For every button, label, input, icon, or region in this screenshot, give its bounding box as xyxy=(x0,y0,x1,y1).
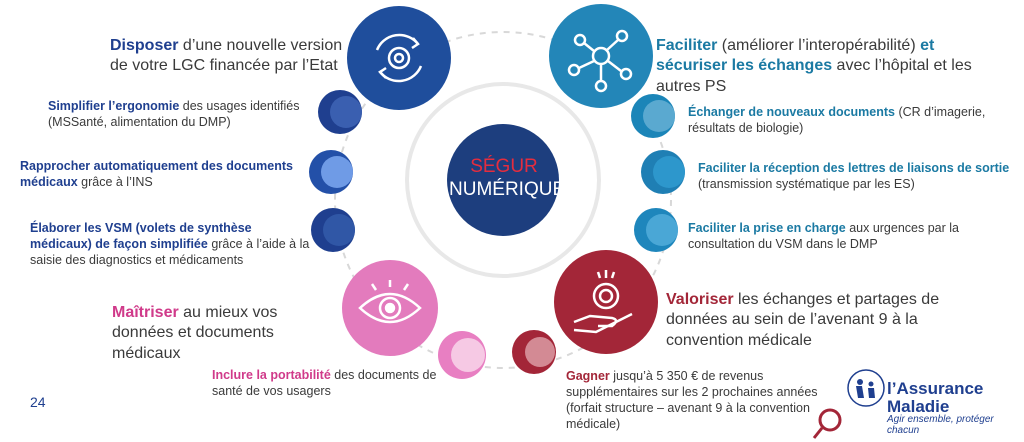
left-item-3: Rapprocher automatiquement des documents… xyxy=(20,158,310,190)
right-item-6: Gagner jusqu’à 5 350 € de revenus supplé… xyxy=(566,368,836,432)
left-item-4: Élaborer les VSM (volets de synthèse méd… xyxy=(30,220,312,268)
right-item-2: Échanger de nouveaux documents (CR d’ima… xyxy=(688,104,1008,136)
right-item-5: Valoriser les échanges et partages de do… xyxy=(666,290,946,351)
left-small-circle-3 xyxy=(311,208,355,252)
left-item-5: Maîtriser au mieux vos données et docume… xyxy=(112,303,342,364)
left-item-5-text: au mieux vos données et documents médica… xyxy=(112,304,278,362)
right-item-3: Faciliter la réception des lettres de li… xyxy=(698,160,1010,192)
page-number: 24 xyxy=(30,394,46,410)
left-item-3-bold: Rapprocher automatiquement des documents… xyxy=(20,159,293,189)
left-item-2-text: des usages identifiés (MSSanté, alimenta… xyxy=(48,99,300,129)
center-label: SÉGUR NUMÉRIQUE xyxy=(449,156,566,202)
left-item-6-bold: Inclure la portabilité xyxy=(212,368,331,382)
center-label-line1: SÉGUR xyxy=(470,156,538,177)
pink-small-circle xyxy=(438,331,486,379)
left-item-2-bold: Simplifier l’ergonomie xyxy=(48,99,180,113)
right-small-circle-1 xyxy=(631,94,675,138)
right-small-circle-2 xyxy=(641,150,685,194)
left-item-4-text: grâce à l’aide à la saisie des diagnosti… xyxy=(30,237,310,267)
right-item-1-bold: Faciliter xyxy=(656,37,718,54)
right-item-6-text: jusqu’à 5 350 € de revenus supplémentair… xyxy=(566,369,818,431)
left-item-6: Inclure la portabilité des documents de … xyxy=(212,367,447,399)
left-item-1: Disposer d’une nouvelle version de votre… xyxy=(110,36,350,77)
right-item-4: Faciliter la prise en charge aux urgence… xyxy=(688,220,1010,252)
top-left-circle xyxy=(347,6,451,110)
right-item-2-text: (CR d’imagerie, résultats de biologie) xyxy=(688,105,986,135)
left-item-2: Simplifier l’ergonomie des usages identi… xyxy=(48,98,318,130)
right-small-circle-3 xyxy=(634,208,678,252)
left-item-4-bold: Élaborer les VSM (volets de synthèse méd… xyxy=(30,221,252,251)
right-item-4-text: aux urgences par la consultation du VSM … xyxy=(688,221,959,251)
right-item-3-text: (transmission systématique par les ES) xyxy=(698,177,915,191)
right-item-1-text2: avec l’hôpital et les autres PS xyxy=(656,57,972,95)
logo-line2: Maladie xyxy=(887,396,950,416)
network-icon xyxy=(567,29,633,93)
eye-icon xyxy=(358,280,422,324)
center-label-line2: NUMÉRIQUE xyxy=(449,178,566,200)
logo-text: l’Assurance Maladie xyxy=(887,380,983,416)
left-item-5-bold: Maîtriser xyxy=(112,304,179,321)
gear-cycle-icon xyxy=(375,33,423,83)
top-right-circle xyxy=(549,4,653,108)
left-item-3-text: grâce à l’INS xyxy=(77,175,153,189)
left-item-6-text: des documents de santé de vos usagers xyxy=(212,368,437,398)
magnifier-icon xyxy=(812,408,842,439)
right-item-5-text: les échanges et partages de données au s… xyxy=(666,291,940,349)
right-item-1-text: (améliorer l’interopérabilité) xyxy=(717,37,921,54)
right-item-4-bold: Faciliter la prise en charge xyxy=(688,221,846,235)
right-item-1-bold2: et sécuriser les échanges xyxy=(656,37,935,75)
pink-large-circle xyxy=(342,260,438,356)
dashed-ring xyxy=(334,31,672,369)
right-item-6-bold: Gagner xyxy=(566,369,610,383)
logo-line1: l’Assurance xyxy=(887,379,984,398)
right-item-5-bold: Valoriser xyxy=(666,291,734,308)
right-item-2-bold: Échanger de nouveaux documents xyxy=(688,105,895,119)
hand-coin-icon xyxy=(573,270,633,334)
right-item-3-bold: Faciliter la réception des lettres de li… xyxy=(698,161,1010,175)
left-small-circle-2 xyxy=(309,150,353,194)
left-small-circle-1 xyxy=(318,90,362,134)
red-small-circle xyxy=(512,330,556,374)
center-circle xyxy=(447,124,559,236)
left-item-1-text: d’une nouvelle version de votre LGC fina… xyxy=(110,37,343,75)
logo-tagline: Agir ensemble, protéger chacun xyxy=(887,414,994,436)
left-item-1-bold: Disposer xyxy=(110,37,179,54)
red-large-circle xyxy=(554,250,658,354)
people-figures-icon xyxy=(847,369,885,407)
right-item-1: Faciliter (améliorer l’interopérabilité)… xyxy=(656,36,1006,97)
